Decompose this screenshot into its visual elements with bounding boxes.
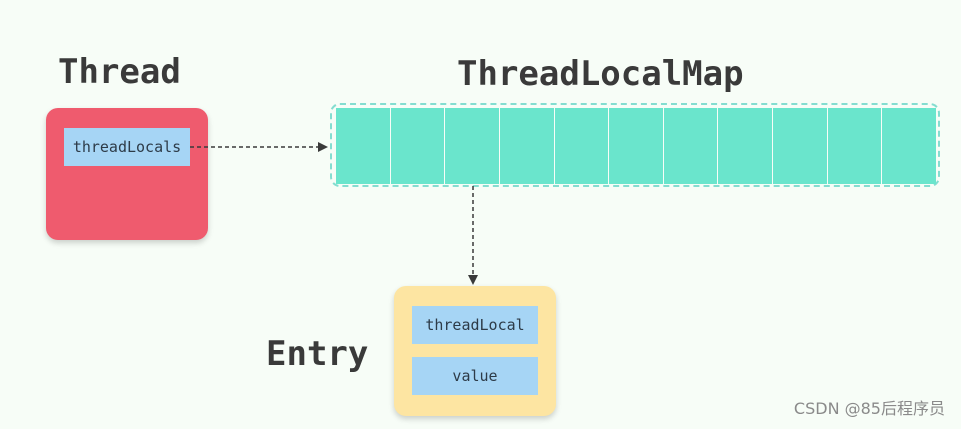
- threadlocalmap-cell: [773, 108, 828, 184]
- threadlocalmap-cell: [445, 108, 500, 184]
- thread-title: Thread: [58, 52, 181, 92]
- threadlocalmap-cell: [663, 108, 719, 184]
- threadlocalmap-cell: [336, 108, 391, 184]
- watermark: CSDN @85后程序员: [793, 399, 945, 418]
- threadlocalmap-cell: [499, 108, 555, 184]
- threadlocal-field: threadLocal: [412, 306, 538, 344]
- threadlocalmap-cell: [390, 108, 446, 184]
- threadlocalmap-title: ThreadLocalMap: [457, 54, 744, 94]
- entry-title: Entry: [266, 334, 369, 374]
- threadlocalmap-container: [330, 103, 940, 187]
- threadlocalmap-cells: [336, 108, 937, 184]
- threadlocalmap-cell: [609, 108, 664, 184]
- threadlocalmap-cell: [554, 108, 610, 184]
- threadlocals-field: threadLocals: [64, 128, 190, 166]
- threadlocalmap-cell: [882, 108, 937, 184]
- threadlocalmap-cell: [718, 108, 774, 184]
- threadlocalmap-cell: [827, 108, 883, 184]
- value-field: value: [412, 357, 538, 395]
